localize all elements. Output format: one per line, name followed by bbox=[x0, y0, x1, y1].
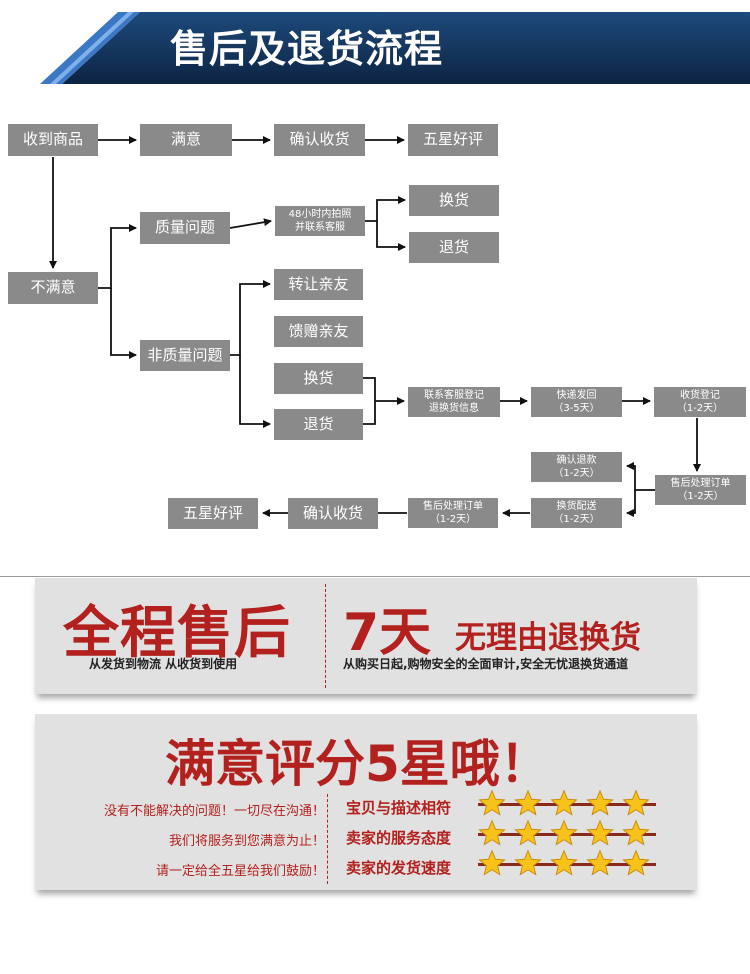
star-icon bbox=[586, 849, 614, 876]
star-icon bbox=[550, 819, 578, 846]
flow-non-quality-issue: 非质量问题 bbox=[140, 340, 230, 371]
flow-exchange-ship: 换货配送 （1-2天） bbox=[531, 498, 622, 528]
promo-seven-days: 7天 bbox=[343, 603, 432, 663]
flow-aftersale-order-line1: 售后处理订单 bbox=[670, 477, 731, 489]
star-icon bbox=[478, 819, 506, 846]
flow-aftersale-order-2: 售后处理订单 （1-2天） bbox=[408, 498, 498, 528]
page-title: 售后及退货流程 bbox=[170, 27, 444, 71]
star-icon bbox=[514, 789, 542, 816]
flow-five-star: 五星好评 bbox=[408, 124, 498, 156]
flow-register-line2: 退换货信息 bbox=[429, 403, 479, 414]
flow-confirm-receipt: 确认收货 bbox=[274, 124, 365, 156]
flow-ship-back: 快递发回 （3-5天） bbox=[531, 387, 622, 417]
stars-row-description bbox=[478, 789, 658, 817]
flow-confirm-refund: 确认退款 （1-2天） bbox=[531, 452, 622, 482]
star-icon bbox=[478, 849, 506, 876]
flow-confirm-refund-line1: 确认退款 bbox=[556, 454, 597, 466]
promo-panel-aftersale: 全程售后 从发货到物流 从收货到使用 7天 无理由退换货 从购买日起,购物安全的… bbox=[35, 578, 697, 694]
flow-unsatisfied: 不满意 bbox=[8, 272, 98, 304]
star-icon bbox=[622, 819, 650, 846]
promo-return-subtitle: 从购买日起,购物安全的全面审计,安全无忧退换货通道 bbox=[343, 657, 629, 671]
flow-five-star-2: 五星好评 bbox=[168, 498, 258, 529]
flow-return: 退货 bbox=[409, 232, 499, 263]
flowchart-connectors bbox=[49, 136, 701, 517]
promo-no-reason-return: 无理由退换货 bbox=[455, 620, 641, 656]
flow-photo-line2: 并联系客服 bbox=[295, 222, 345, 233]
flow-aftersale-order2-line2: （1-2天） bbox=[429, 514, 477, 525]
flow-photo-line1: 48小时内拍照 bbox=[288, 208, 352, 220]
flow-receive-register-line1: 收货登记 bbox=[680, 389, 720, 401]
flow-quality-issue: 质量问题 bbox=[140, 212, 230, 244]
flow-receive-register: 收货登记 （1-2天） bbox=[654, 387, 746, 417]
star-icon bbox=[622, 849, 650, 876]
promo-aftersale-title: 全程售后 bbox=[63, 601, 291, 666]
rating-label-service: 卖家的服务态度 bbox=[346, 829, 452, 847]
flow-exchange-ship-line1: 换货配送 bbox=[556, 500, 597, 512]
promo-message-1: 没有不能解决的问题！一切尽在沟通！ bbox=[103, 804, 325, 819]
flow-transfer-friends: 转让亲友 bbox=[274, 269, 363, 300]
flow-receive-register-line2: （1-2天） bbox=[676, 403, 724, 414]
flow-exchange-2: 换货 bbox=[274, 363, 363, 394]
star-icon bbox=[586, 789, 614, 816]
promo1-dashed-divider bbox=[325, 584, 326, 688]
star-icon bbox=[514, 849, 542, 876]
star-icon bbox=[586, 819, 614, 846]
flow-gift-friends: 馈赠亲友 bbox=[274, 316, 363, 347]
flow-photo-contact: 48小时内拍照 并联系客服 bbox=[275, 206, 365, 236]
flow-confirm-receipt-2: 确认收货 bbox=[288, 498, 378, 529]
section-divider bbox=[0, 576, 750, 577]
flow-exchange-ship-line2: （1-2天） bbox=[553, 514, 600, 525]
rating-label-description: 宝贝与描述相符 bbox=[346, 799, 452, 817]
promo-rating-headline: 满意评分5星哦！ bbox=[165, 735, 550, 793]
promo-message-3: 请一定给全五星给我们鼓励！ bbox=[155, 864, 325, 879]
stars-row-shipping bbox=[478, 849, 658, 877]
rating-label-shipping: 卖家的发货速度 bbox=[346, 859, 452, 877]
stars-row-service bbox=[478, 819, 658, 847]
flow-satisfied: 满意 bbox=[140, 124, 232, 156]
star-icon bbox=[478, 789, 506, 816]
header-banner bbox=[0, 0, 750, 84]
flow-aftersale-order: 售后处理订单 （1-2天） bbox=[655, 475, 746, 505]
star-icon bbox=[622, 789, 650, 816]
flow-confirm-refund-line2: （1-2天） bbox=[553, 468, 600, 479]
star-icon bbox=[550, 789, 578, 816]
promo-aftersale-subtitle: 从发货到物流 从收货到使用 bbox=[89, 657, 238, 671]
flow-register-line1: 联系客服登记 bbox=[424, 389, 484, 401]
flow-ship-back-line2: （3-5天） bbox=[553, 403, 600, 414]
flow-return-2: 退货 bbox=[274, 409, 363, 440]
promo-panel-rating: 满意评分5星哦！ 没有不能解决的问题！一切尽在沟通！ 我们将服务到您满意为止！ … bbox=[35, 714, 697, 890]
promo2-dashed-divider bbox=[327, 794, 328, 884]
promo-message-2: 我们将服务到您满意为止！ bbox=[168, 834, 325, 849]
star-icon bbox=[514, 819, 542, 846]
flow-aftersale-order-line2: （1-2天） bbox=[677, 491, 724, 502]
flow-received: 收到商品 bbox=[8, 124, 98, 156]
star-icon bbox=[550, 849, 578, 876]
flow-register-info: 联系客服登记 退换货信息 bbox=[408, 387, 500, 417]
flow-aftersale-order2-line1: 售后处理订单 bbox=[423, 500, 483, 512]
flow-exchange: 换货 bbox=[409, 185, 499, 216]
flow-ship-back-line1: 快递发回 bbox=[556, 389, 597, 401]
